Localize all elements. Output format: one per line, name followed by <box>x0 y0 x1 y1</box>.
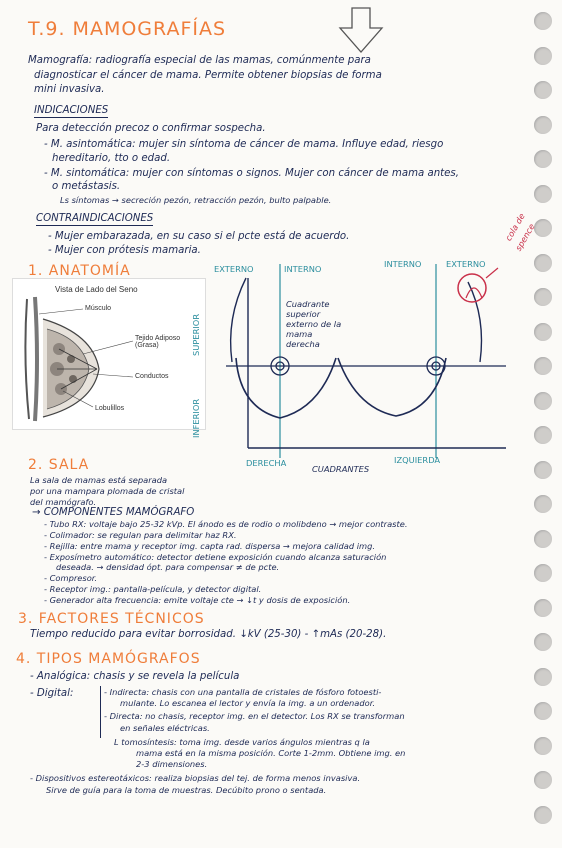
quadrants-diagram <box>226 264 506 458</box>
binder-hole <box>534 495 552 513</box>
quadrant-note-line-3: externo de la <box>286 319 342 329</box>
indicaciones-line-3: hereditario, tto o edad. <box>52 153 171 164</box>
binder-hole <box>534 81 552 99</box>
digital-line: mulante. Lo escanea el lector y envía la… <box>120 698 376 708</box>
contraindicaciones-heading: CONTRAINDICACIONES <box>36 213 154 227</box>
tipo-digital-label: - Digital: <box>30 688 74 699</box>
tipo-analogica: - Analógica: chasis y se revela la pelíc… <box>30 671 240 682</box>
digital-line: - Indirecta: chasis con una pantalla de … <box>104 687 382 697</box>
binder-hole <box>534 184 552 203</box>
component-item: - Rejilla: entre mama y receptor img. ca… <box>44 541 376 551</box>
component-item: - Tubo RX: voltaje bajo 25-32 kVp. El án… <box>44 519 408 529</box>
quadrant-note-line-4: mama <box>286 329 313 339</box>
indicaciones-heading: INDICACIONES <box>34 105 109 119</box>
intro-line-3: mini invasiva. <box>34 84 105 95</box>
binder-hole <box>534 322 552 341</box>
label-interno-left: INTERNO <box>384 259 422 269</box>
indicaciones-line-5: o metástasis. <box>52 181 121 192</box>
digital-line: en señales eléctricas. <box>120 723 210 733</box>
contraindicaciones-line-1: - Mujer embarazada, en su caso si el pct… <box>48 231 350 242</box>
label-inferior: INFERIOR <box>191 398 201 438</box>
component-item: - Exposímetro automático: detector detie… <box>44 552 387 562</box>
binder-hole <box>534 253 552 272</box>
binder-hole <box>534 805 552 824</box>
quadrant-note-line-2: superior <box>286 309 321 319</box>
binder-hole <box>534 702 552 720</box>
digital-line: L tomosíntesis: toma img. desde varios á… <box>114 737 370 747</box>
binder-hole <box>534 771 552 789</box>
label-derecha: DERECHA <box>246 458 287 468</box>
binder-hole <box>534 115 552 134</box>
component-item: - Compresor. <box>44 573 98 583</box>
sala-line-3: del mamógrafo. <box>30 497 97 507</box>
indicaciones-line-6: Ls síntomas → secreción pezón, retracció… <box>60 195 332 205</box>
factores-line-1: Tiempo reducido para evitar borrosidad. … <box>30 629 387 640</box>
page-title: T.9. MAMOGRAFÍAS <box>28 18 227 40</box>
intro-line-1: Mamografía: radiografía especial de las … <box>28 55 371 66</box>
illustration-label-adipose: Tejido Adiposo (Grasa) <box>135 335 181 349</box>
binder-hole <box>534 736 552 755</box>
digital-bracket <box>100 686 101 738</box>
contraindicaciones-line-2: - Mujer con prótesis mamaria. <box>48 245 201 256</box>
indicaciones-line-1: Para detección precoz o confirmar sospec… <box>36 123 266 134</box>
breast-anatomy-drawing <box>24 296 134 422</box>
binder-hole <box>534 12 552 30</box>
binder-hole <box>534 46 552 65</box>
binder-hole <box>534 564 552 582</box>
sala-heading: 2. SALA <box>28 457 90 473</box>
label-izquierda: IZQUIERDA <box>394 455 441 465</box>
digital-line: - Directa: no chasis, receptor img. en e… <box>104 711 405 721</box>
component-item: - Receptor img.: pantalla-película, y de… <box>44 584 262 594</box>
binder-hole <box>534 150 552 168</box>
anatomia-heading: 1. ANATOMÍA <box>28 263 131 279</box>
label-externo-right: EXTERNO <box>214 264 254 274</box>
binder-hole <box>534 288 552 306</box>
binder-hole <box>534 633 552 651</box>
tipos-heading: 4. TIPOS MAMÓGRAFOS <box>16 651 201 667</box>
binder-hole <box>534 667 552 686</box>
binder-holes <box>534 12 556 842</box>
binder-hole <box>534 391 552 410</box>
component-item: - Colimador: se regulan para delimitar h… <box>44 530 237 540</box>
sala-line-2: por una mampara plomada de cristal <box>30 486 185 496</box>
illustration-label-lobules: Lobulillos <box>95 405 125 412</box>
binder-hole <box>534 357 552 375</box>
label-cuadrantes: CUADRANTES <box>312 464 370 474</box>
label-superior: SUPERIOR <box>191 313 201 356</box>
indicaciones-line-4: - M. sintomática: mujer con síntomas o s… <box>44 168 459 179</box>
digital-line: 2-3 dimensiones. <box>136 759 208 769</box>
factores-heading: 3. FACTORES TÉCNICOS <box>18 611 205 627</box>
quadrant-note-line-5: derecha <box>286 339 320 349</box>
binder-hole <box>534 598 552 617</box>
components-heading: → COMPONENTES MAMÓGRAFO <box>32 507 195 518</box>
indicaciones-line-2: - M. asintomática: mujer sin síntoma de … <box>44 139 444 150</box>
estereo-line-2: Sirve de guía para la toma de muestras. … <box>46 785 327 795</box>
sala-line-1: La sala de mamas está separada <box>30 475 168 485</box>
component-item: deseada. → densidad ópt. para compensar … <box>56 562 280 572</box>
down-arrow-doodle-icon <box>338 7 384 53</box>
label-interno-right: INTERNO <box>284 264 322 274</box>
binder-hole <box>534 219 552 237</box>
breast-side-view-illustration: Vista de Lado del Seno Músculo Tejido Ad… <box>12 278 206 430</box>
illustration-title: Vista de Lado del Seno <box>55 285 138 294</box>
label-externo-left: EXTERNO <box>446 259 486 269</box>
component-item: - Generador alta frecuencia: emite volta… <box>44 595 351 605</box>
digital-line: mama está en la misma posición. Corte 1-… <box>136 748 406 758</box>
estereo-line-1: - Dispositivos estereotáxicos: realiza b… <box>30 773 361 783</box>
intro-line-2: diagnosticar el cáncer de mama. Permite … <box>34 70 382 81</box>
quadrant-note-line-1: Cuadrante <box>286 299 330 309</box>
binder-hole <box>534 460 552 479</box>
illustration-label-ducts: Conductos <box>135 373 169 380</box>
illustration-label-muscle: Músculo <box>85 305 112 312</box>
binder-hole <box>534 529 552 548</box>
binder-hole <box>534 426 552 444</box>
